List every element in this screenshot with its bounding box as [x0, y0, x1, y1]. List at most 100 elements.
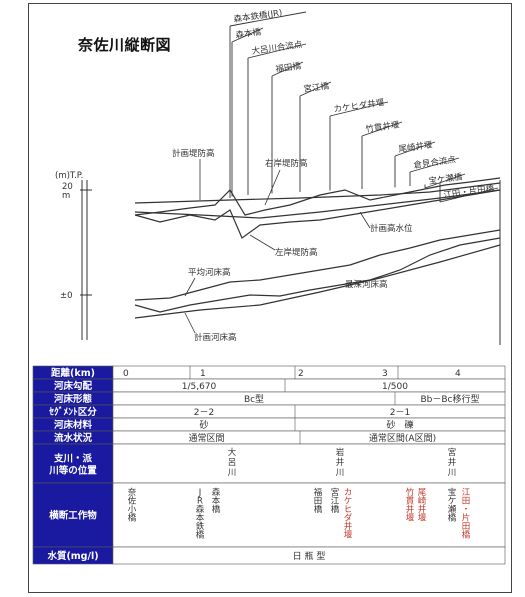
y-axis-zero-label: ±0: [60, 291, 73, 301]
line-label-group: 計画堤防高 右岸堤防高 計画高水位 左岸堤防高 平均河床高 最深河床高 計画河床…: [172, 148, 413, 343]
structure-char: 橋: [462, 530, 471, 541]
structure-char: R: [197, 497, 203, 507]
structure-char: 竹: [406, 487, 415, 498]
tributary-char: 岩: [336, 447, 345, 458]
structure-char: 片: [462, 513, 471, 524]
y-axis-top-value: 20: [62, 182, 73, 192]
bridge-leaders: 森本鉄橋(JR)森本橋大呂川合流点福田橋宮江橋カケヒダ井堰竹貫井堰尾崎井堰倉見合…: [229, 7, 499, 203]
structure-char: 奈: [128, 487, 137, 498]
table-cell: Bc型: [244, 394, 264, 405]
bridge-label: 江田・片田橋: [443, 183, 496, 201]
table-cell: 通常区間: [188, 432, 224, 444]
plan-bed-line: [134, 244, 501, 319]
structure-char: 田: [314, 497, 323, 507]
bridge-label: 森本鉄橋(JR): [233, 7, 283, 25]
label-left-levee: 左岸堤防高: [275, 247, 318, 258]
structure-char: 福: [314, 487, 323, 498]
table-cell: 2－2: [194, 408, 214, 418]
y-axis-top-unit: m: [62, 191, 70, 201]
tributary-char: 井: [336, 457, 345, 468]
deep-bed-line: [134, 237, 501, 313]
table-row: 流水状況 通常区間 通常区間(A区間): [32, 430, 506, 445]
table-cell: 砂 礫: [386, 419, 413, 431]
structure-char: 森: [196, 504, 205, 515]
bridge-label: 森本橋: [235, 26, 262, 41]
table-cell: 1/5,670: [182, 382, 217, 392]
diagram-title: 奈佐川縦断図: [78, 36, 172, 54]
row-header: 川等の位置: [48, 465, 97, 477]
plan-levee-line: [134, 182, 501, 204]
tributary-char: 呂: [228, 458, 237, 468]
label-plan-bed: 計画河床高: [194, 332, 237, 343]
structure-char: 橋: [196, 530, 205, 541]
row-header: 河床形態: [54, 393, 93, 405]
structure-char: ケ: [344, 497, 353, 507]
structure-char: 田: [462, 522, 471, 532]
structure-char: 堰: [406, 513, 415, 524]
distance-cell: 3: [382, 369, 388, 379]
table-cell: Bb－Bc移行型: [420, 393, 479, 405]
bridge-label: 福田橋: [275, 60, 302, 75]
distance-cell: 2: [298, 369, 304, 379]
table-cell: 通常区間(A区間): [369, 432, 436, 444]
bridge-label: 竹貫井堰: [365, 119, 401, 135]
tributary-char: 井: [448, 457, 457, 468]
structure-char: 森: [212, 487, 221, 498]
structure-char: 井: [418, 504, 427, 515]
bridge-label: 尾崎井堰: [398, 139, 434, 155]
structure-char: 江: [331, 497, 340, 507]
info-table: 距離(km) 0 1 2 3 4 河床勾配 1/5,670 1/500 河床形態 Bc型 Bb－Bc移…: [32, 365, 506, 565]
row-header: 河床材料: [54, 419, 93, 431]
distance-cell: 0: [123, 369, 129, 379]
structure-char: ヒ: [344, 505, 353, 515]
left-levee-line: [134, 189, 501, 239]
label-plan-flood: 計画高水位: [370, 223, 413, 234]
table-row: 水質(mg/l)日 瓶 型: [32, 546, 506, 565]
table-row: 河床形態 Bc型 Bb－Bc移行型: [32, 391, 506, 406]
structure-char: 橋: [128, 513, 137, 524]
bridge-label: 大呂川合流点: [251, 39, 304, 57]
avg-bed-line: [134, 229, 501, 301]
table-cell: 1/500: [382, 382, 408, 392]
structure-char: カ: [344, 488, 353, 498]
label-avg-bed: 平均河床高: [188, 267, 231, 278]
structure-char: 鉄: [196, 521, 205, 532]
structure-char: 井: [344, 521, 353, 532]
label-plan-levee: 計画堤防高: [172, 148, 215, 159]
table-row: 河床勾配 1/5,670 1/500: [32, 378, 506, 393]
tributary-char: 宮: [448, 447, 457, 458]
structure-char: ケ: [448, 497, 457, 507]
tributary-char: 大: [228, 447, 237, 458]
y-axis-unit: (m)T.P.: [55, 171, 83, 181]
structure-char: 宮: [331, 487, 340, 498]
structure-char: 本: [196, 513, 205, 524]
row-header: 支川・派: [53, 453, 93, 465]
structure-char: 江: [462, 488, 471, 498]
table-cell: 砂: [199, 419, 208, 431]
structure-char: 小: [128, 504, 137, 515]
structure-char: 貫: [406, 497, 415, 507]
structure-char: 堰: [418, 513, 427, 524]
right-levee-line: [134, 177, 501, 216]
bridge-label: カケヒダ井堰: [333, 97, 386, 115]
row-header: 横断工作物: [49, 510, 97, 522]
row-header: 河床勾配: [54, 380, 93, 392]
distance-cell: 4: [455, 369, 461, 379]
profile-lines: [134, 177, 501, 319]
structure-char: 井: [406, 504, 415, 515]
structure-char: 橋: [314, 504, 323, 515]
distance-cell: 1: [200, 369, 206, 379]
structure-char: ダ: [344, 513, 353, 524]
label-right-levee: 右岸堤防高: [265, 158, 308, 169]
structure-char: 堰: [344, 530, 353, 541]
row-header: 流水状況: [54, 432, 93, 444]
row-header: 距離(km): [51, 367, 95, 379]
structure-char: 瀬: [448, 504, 457, 515]
structure-char: 橋: [331, 504, 340, 515]
y-axis: (m)T.P. 20 m ±0: [55, 171, 92, 340]
label-deep-bed: 最深河床高: [345, 279, 388, 290]
structure-char: 橋: [448, 513, 457, 524]
